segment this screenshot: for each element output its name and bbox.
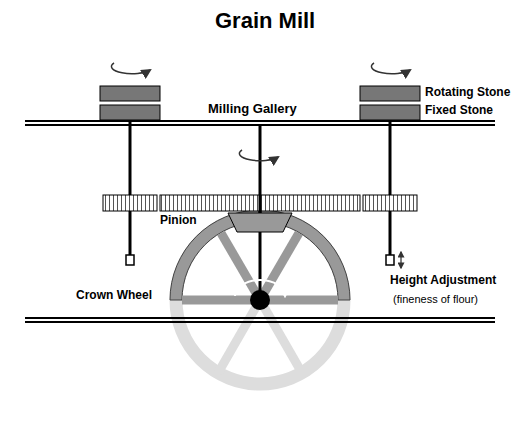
part-label: Fixed Stone [425, 104, 493, 118]
adjuster-block [386, 255, 394, 265]
gallery-floor [25, 120, 495, 122]
part-label: Rotating Stone [425, 86, 510, 100]
part-label: Pinion [160, 214, 197, 228]
diagram-title: Grain Mill [215, 8, 315, 33]
adjust-arrow [401, 252, 402, 268]
stone-shaft [389, 120, 392, 255]
main-shaft [259, 195, 262, 213]
rotation-arrow [235, 280, 285, 296]
wheel-spoke [218, 300, 260, 373]
stone-gear [103, 195, 157, 211]
rotation-arrow [111, 63, 150, 74]
adjuster-block [126, 255, 134, 265]
floor-line [25, 317, 495, 319]
rotating-stone [360, 86, 420, 101]
wheel-hub [250, 290, 270, 310]
floor-line [25, 321, 495, 323]
fixed-stone [100, 105, 160, 120]
stone-shaft [129, 120, 132, 255]
wheel-spoke [260, 233, 299, 300]
main-shaft [259, 125, 262, 296]
pinion-gear [228, 213, 292, 232]
part-label: Crown Wheel [76, 289, 152, 303]
gallery-floor [25, 124, 495, 126]
wheel-spoke [260, 300, 302, 373]
stone-gear [363, 195, 417, 211]
wheel-spoke [221, 233, 260, 300]
rotating-stone [100, 86, 160, 101]
part-label: Height Adjustment [390, 274, 496, 288]
rotation-arrow [371, 63, 410, 74]
rotation-arrow [239, 150, 278, 161]
fixed-stone [360, 105, 420, 120]
note-label: (fineness of flour) [393, 293, 478, 306]
gallery-label: Milling Gallery [208, 102, 297, 117]
